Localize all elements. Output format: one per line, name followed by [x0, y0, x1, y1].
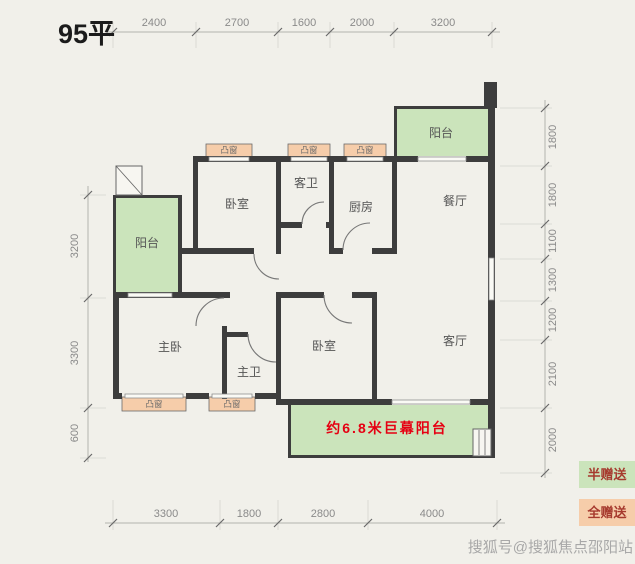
legend-swatch-half-gift [579, 461, 635, 488]
bay-window-label: 凸窗 [223, 399, 240, 409]
dimension-value: 1200 [547, 308, 559, 332]
bay-window-label: 凸窗 [300, 145, 317, 155]
area-fills [116, 109, 488, 455]
dimension-value: 2100 [547, 362, 559, 386]
dimension-value: 2400 [142, 17, 166, 29]
room-label-bedroom-top: 卧室 [225, 196, 249, 211]
dimension-value: 1800 [237, 508, 261, 520]
dimension-value: 3200 [431, 17, 455, 29]
dimensions-right: 1800 1800 1100 1300 1200 2100 2000 [547, 125, 559, 452]
witness-lines [80, 22, 552, 530]
dimension-value: 2700 [225, 17, 249, 29]
legend-swatch-full-gift [579, 499, 635, 526]
room-label-bedroom-bottom: 卧室 [312, 338, 336, 353]
dimension-lines [87, 31, 546, 524]
fixtures [115, 165, 492, 457]
room-label-master-bathroom: 主卫 [237, 365, 261, 379]
dimension-value: 1600 [292, 17, 316, 29]
room-label-balcony-left: 阳台 [135, 235, 159, 250]
dimensions-top: 2400 2700 1600 2000 3200 [142, 17, 455, 29]
room-labels: 卧室 客卫 厨房 餐厅 阳台 阳台 主卧 主卫 卧室 客厅 约6.8米巨幕阳台 [135, 125, 467, 436]
dimension-value: 600 [69, 424, 81, 442]
dimension-value: 1800 [547, 125, 559, 149]
dimension-value: 2000 [350, 17, 374, 29]
dimension-value: 1100 [547, 229, 559, 253]
dimension-value: 1800 [547, 183, 559, 207]
page-title: 95平 [58, 19, 115, 49]
room-label-balcony-top-right: 阳台 [429, 125, 453, 140]
room-label-dining: 餐厅 [443, 193, 467, 208]
balcony-top-right-area [397, 109, 488, 156]
dimension-value: 3300 [69, 341, 81, 365]
room-label-master-bedroom: 主卧 [158, 340, 182, 354]
room-label-living: 客厅 [443, 333, 467, 348]
dimensions-bottom: 3300 1800 2800 4000 [154, 508, 444, 520]
dimension-ticks [83, 27, 550, 528]
balcony-left-area [116, 198, 178, 292]
watermark: 搜狐号@搜狐焦点邵阳站 [468, 539, 633, 556]
dimension-value: 2800 [311, 508, 335, 520]
dimension-value: 1300 [547, 268, 559, 292]
grand-balcony-area [291, 405, 488, 455]
dimension-value: 4000 [420, 508, 444, 520]
legend-label-full-gift: 全赠送 [586, 505, 627, 520]
bay-window-label: 凸窗 [220, 145, 237, 155]
legend-label-half-gift: 半赠送 [587, 467, 627, 482]
bay-window-label: 凸窗 [356, 145, 373, 155]
drain-box [472, 428, 492, 457]
door-arcs [195, 201, 371, 363]
bay-window-label: 凸窗 [145, 399, 162, 409]
drain-box-lines [478, 430, 486, 455]
dimensions-left: 3200 3300 600 [69, 234, 81, 442]
window-symbols [124, 156, 495, 405]
room-label-kitchen: 厨房 [349, 199, 373, 214]
bay-window-labels: 凸窗 凸窗 凸窗 凸窗 凸窗 [145, 145, 373, 409]
grand-balcony-label: 约6.8米巨幕阳台 [326, 420, 447, 436]
ac-platform-diagonal [115, 165, 143, 196]
room-label-guest-bathroom: 客卫 [294, 175, 318, 190]
dimension-value: 3200 [69, 234, 81, 258]
dimension-value: 2000 [547, 428, 559, 452]
dimension-value: 3300 [154, 508, 178, 520]
legend: 半赠送 全赠送 [579, 461, 635, 526]
